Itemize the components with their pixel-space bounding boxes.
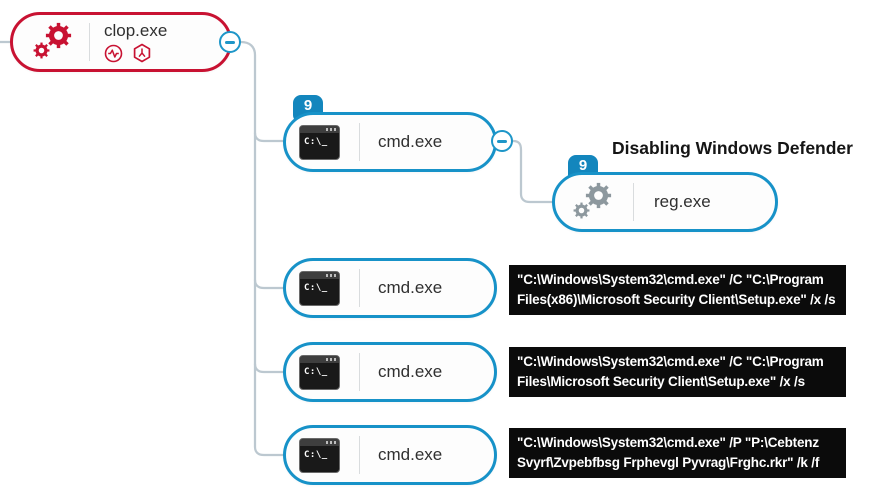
terminal-prompt-text: C:\_ — [304, 449, 328, 460]
command-line-box: "C:\Windows\System32\cmd.exe" /C "C:\Pro… — [509, 347, 846, 397]
divider — [633, 183, 634, 221]
process-node-cmd-2[interactable]: C:\_ cmd.exe — [283, 258, 497, 318]
terminal-window-dots — [326, 357, 336, 361]
process-name: cmd.exe — [378, 362, 443, 381]
divider — [359, 436, 360, 474]
divider — [359, 269, 360, 307]
process-node-reg[interactable]: reg.exe — [552, 172, 778, 232]
collapse-button-cmd-1[interactable] — [491, 130, 513, 152]
divider — [359, 353, 360, 391]
terminal-prompt-text: C:\_ — [304, 366, 328, 377]
gears-icon — [573, 180, 615, 219]
activity-pulse-icon — [104, 44, 123, 62]
process-node-cmd-4[interactable]: C:\_ cmd.exe — [283, 425, 497, 485]
terminal-window-dots — [326, 273, 336, 277]
process-node-cmd-1[interactable]: C:\_ cmd.exe — [283, 112, 497, 172]
collapse-button-clop[interactable] — [219, 31, 241, 53]
terminal-icon: C:\_ — [299, 270, 340, 306]
terminal-prompt-text: C:\_ — [304, 136, 328, 147]
terminal-window-dots — [326, 440, 336, 444]
terminal-icon: C:\_ — [299, 354, 340, 390]
divider — [89, 23, 90, 61]
process-name: cmd.exe — [378, 278, 443, 297]
process-name: reg.exe — [654, 192, 711, 211]
command-line-box: "C:\Windows\System32\cmd.exe" /C "C:\Pro… — [509, 265, 846, 315]
process-node-cmd-3[interactable]: C:\_ cmd.exe — [283, 342, 497, 402]
terminal-icon: C:\_ — [299, 124, 340, 160]
terminal-icon: C:\_ — [299, 437, 340, 473]
command-line-box: "C:\Windows\System32\cmd.exe" /P "P:\Ceb… — [509, 428, 846, 478]
process-name: cmd.exe — [378, 132, 443, 151]
process-node-clop[interactable]: clop.exe — [10, 12, 232, 72]
behavior-annotation: Disabling Windows Defender — [612, 138, 853, 158]
malware-hexagon-icon — [133, 43, 151, 63]
terminal-window-dots — [326, 127, 336, 131]
process-name: clop.exe — [104, 21, 168, 40]
terminal-prompt-text: C:\_ — [304, 282, 328, 293]
process-name: cmd.exe — [378, 445, 443, 464]
divider — [359, 123, 360, 161]
gears-icon — [33, 20, 75, 59]
